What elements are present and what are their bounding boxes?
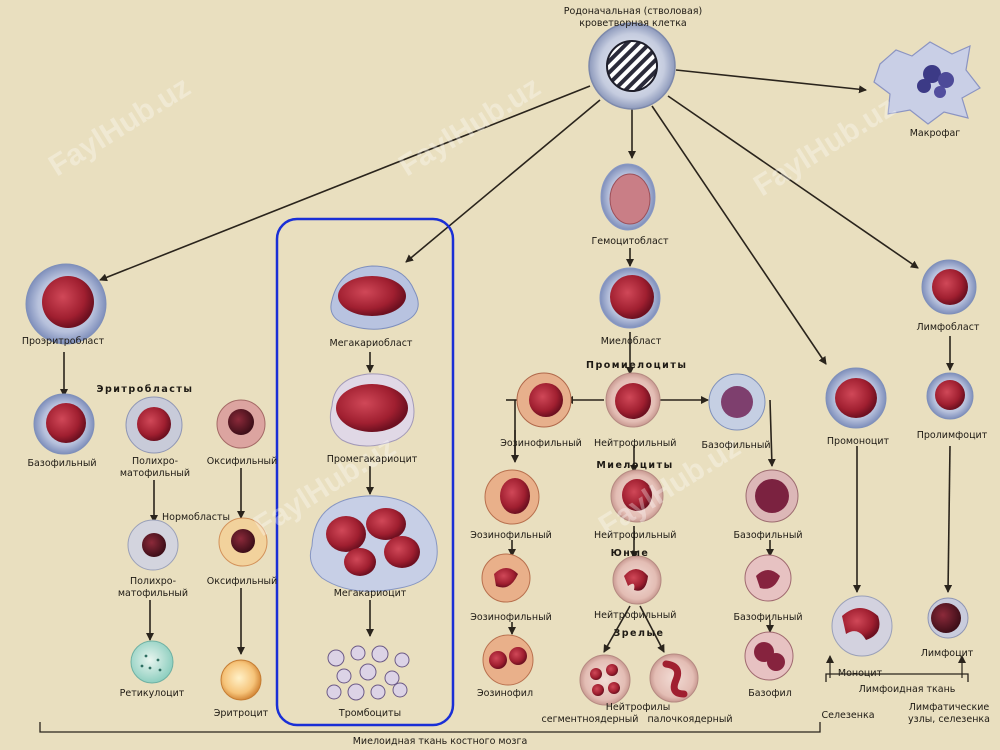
- monocyte-cell: [831, 595, 893, 657]
- arrow-stem-lymphoblast: [667, 95, 919, 269]
- arrow-baso-0: [767, 399, 776, 467]
- arrow-prolym-lym: [944, 445, 953, 593]
- megakaryocyte-cell: [309, 495, 438, 592]
- label-eosinophilic-1: Эозинофильный: [500, 438, 582, 449]
- lymphoid-bracket: [825, 673, 969, 682]
- label-polychromatophilic-1: Полихро-: [131, 456, 179, 467]
- juvenile-eosinophilic: [481, 553, 531, 603]
- label-erythrocyte: Эритроцит: [213, 708, 269, 719]
- neutrophil-segmented-cell: [579, 654, 631, 706]
- label-lymph-nodes-1: Лимфатические: [908, 702, 990, 713]
- label-megakaryocyte: Мегакариоцит: [333, 588, 407, 599]
- promyelocyte-eosinophilic: [516, 372, 572, 428]
- label-monocyte: Моноцит: [837, 668, 883, 679]
- arrow-stem-proerythroblast: [99, 85, 591, 282]
- label-eosinophil: Эозинофил: [476, 688, 534, 699]
- label-myeloblast: Миелобласт: [600, 336, 662, 347]
- label-basophil: Базофил: [748, 688, 792, 699]
- myelocyte-basophilic: [745, 469, 799, 523]
- label-neutrophilic-1: Нейтрофильный: [594, 438, 677, 449]
- erythrocyte-cell: [220, 659, 262, 701]
- arrow-stem-macrophage: [675, 69, 867, 94]
- arrows: [39, 69, 969, 733]
- label-lymphoid-tissue: Лимфоидная ткань: [858, 684, 956, 695]
- label-basophilic-1: Базофильный: [701, 440, 771, 451]
- label-basophilic-2: Базофильный: [733, 530, 803, 541]
- label-segmented: сегментноядерный: [541, 714, 639, 725]
- macrophage-cell: [873, 41, 981, 125]
- arrow-neu-3: [639, 605, 665, 653]
- label-juvenile: Юные: [610, 548, 650, 559]
- label-band: палочкоядерный: [647, 714, 733, 725]
- label-reticulocyte: Ретикулоцит: [119, 688, 185, 699]
- juvenile-neutrophilic: [612, 555, 662, 605]
- label-lymph-nodes-2: узлы, селезенка: [908, 714, 990, 725]
- arrow-neu-2: [603, 605, 631, 653]
- label-polychromatophilic-2: Полихро-: [129, 576, 177, 587]
- stem-cell: [588, 22, 676, 110]
- label-erythroblasts: Эритробласты: [96, 384, 194, 395]
- basophilic-erythroblast-cell: [33, 393, 95, 455]
- label-stem-cell: Родоначальная (стволовая): [563, 6, 703, 17]
- arrow-stem-promonocyte: [651, 105, 827, 365]
- megakaryocyte-highlight-frame: [275, 217, 455, 727]
- label-basophilic-3: Базофильный: [733, 612, 803, 623]
- proerythroblast-cell: [25, 263, 107, 345]
- polychromatophilic-erythroblast-cell: [125, 396, 183, 454]
- label-myelocytes: Миелоциты: [596, 460, 674, 471]
- megakaryoblast-cell: [330, 265, 419, 330]
- promyelocyte-basophilic: [708, 373, 766, 431]
- hemocytoblast-cell: [600, 163, 656, 231]
- label-polychromatophilic-2b: матофильный: [117, 588, 189, 599]
- reticulocyte-cell: [130, 640, 174, 684]
- label-neutrophilic-3: Нейтрофильный: [594, 610, 677, 621]
- label-lymphoblast: Лимфобласт: [916, 322, 980, 333]
- label-neutrophils: Нейтрофилы: [605, 702, 671, 713]
- label-hemocytoblast: Гемоцитобласт: [591, 236, 669, 247]
- label-thrombocytes: Тромбоциты: [338, 708, 402, 719]
- oxyphilic-normoblast-cell: [218, 517, 268, 567]
- label-promyelocytes: Промиелоциты: [586, 360, 688, 371]
- thrombocytes-cluster: [326, 645, 410, 701]
- label-normoblasts: Нормобласты: [162, 512, 230, 523]
- label-macrophage: Макрофаг: [909, 128, 961, 139]
- myeloblast-cell: [599, 267, 661, 329]
- label-promegakaryocyte: Промегакариоцит: [326, 454, 418, 465]
- basophil-cell: [744, 631, 794, 681]
- label-spleen: Селезенка: [821, 710, 875, 721]
- prolymphocyte-cell: [926, 372, 974, 420]
- promegakaryocyte-cell: [329, 373, 415, 447]
- polychromatophilic-normoblast-cell: [127, 519, 179, 571]
- oxyphilic-erythroblast-cell: [216, 399, 266, 449]
- juvenile-basophilic: [744, 554, 792, 602]
- label-eosinophilic-3: Эозинофильный: [470, 612, 552, 623]
- label-megakaryoblast: Мегакариобласт: [329, 338, 413, 349]
- label-oxyphilic-2: Оксифильный: [206, 576, 278, 587]
- label-stem-cell-2: кроветворная клетка: [579, 18, 687, 29]
- label-lymphocyte: Лимфоцит: [920, 648, 974, 659]
- label-eosinophilic-2: Эозинофильный: [470, 530, 552, 541]
- label-prolymphocyte: Пролимфоцит: [916, 430, 988, 441]
- label-proerythroblast: Проэритробласт: [21, 336, 105, 347]
- myeloid-bracket: [39, 722, 821, 733]
- myelocyte-neutrophilic: [610, 469, 664, 523]
- label-mature: Зрелые: [613, 628, 665, 639]
- label-neutrophilic-2: Нейтрофильный: [594, 530, 677, 541]
- label-promonocyte: Промоноцит: [826, 436, 890, 447]
- lymphoblast-cell: [921, 259, 977, 315]
- eosinophil-cell: [482, 634, 534, 686]
- label-polychromatophilic-1b: матофильный: [119, 468, 191, 479]
- promyelocyte-neutrophilic: [605, 372, 661, 428]
- arrow-stem-megakaryoblast: [405, 99, 601, 263]
- neutrophil-band-cell: [649, 653, 699, 703]
- label-basophilic-ery: Базофильный: [27, 458, 97, 469]
- label-oxyphilic-1: Оксифильный: [206, 456, 278, 467]
- myelocyte-eosinophilic: [484, 469, 540, 525]
- label-myeloid-tissue: Миелоидная ткань костного мозга: [352, 736, 528, 747]
- lymphocyte-cell: [927, 597, 969, 639]
- promonocyte-cell: [825, 367, 887, 429]
